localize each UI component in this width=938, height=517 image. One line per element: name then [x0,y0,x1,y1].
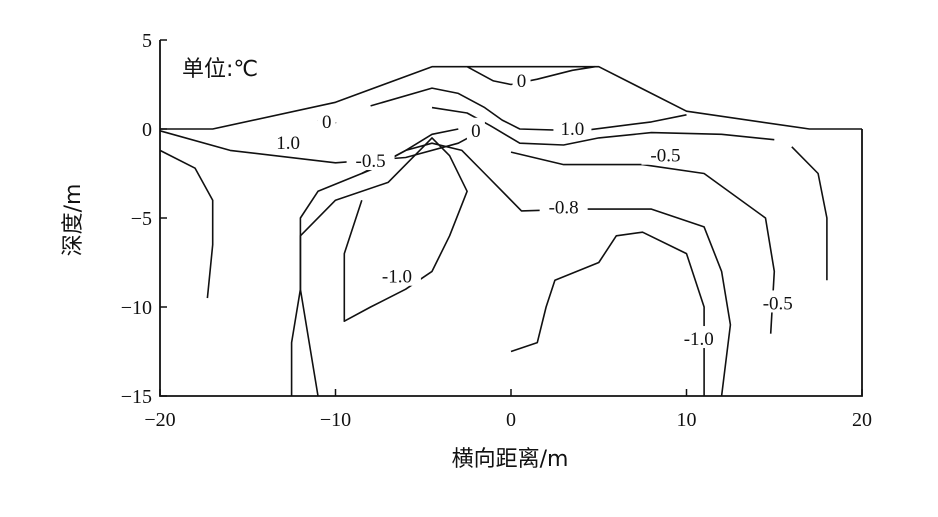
contour-label: -0.8 [549,197,579,218]
axis-frame [159,40,863,397]
y-axis-label: 深度/m [61,184,86,257]
y-tick-label: −10 [121,297,152,319]
contour-line--0.5 [510,151,776,334]
x-tick-label: 20 [852,409,872,431]
contour-label-bg [372,263,421,286]
contour-label-bg [674,326,723,349]
contour-label: 0 [322,112,332,133]
x-tick-label: 10 [677,409,697,431]
contour-label: 0 [517,71,527,92]
x-tick-label: 0 [506,409,516,431]
contour-label-bg [553,116,592,138]
y-tick-label: −15 [121,386,152,408]
x-tick-label: −20 [144,409,175,431]
contour-line-0 [431,106,775,146]
contour-labels: 1.0 0 0 1.0 0 -0.5 -0.5 -0.5 -0.8 -1.0 -1.0 [269,67,802,350]
contour-label-bg [317,108,336,131]
contour-label-bg [641,142,690,165]
contour-line--0.8 [290,142,732,397]
contour-label-bg [512,67,531,90]
contour-label: -0.5 [356,151,386,172]
unit-note: 单位:℃ [182,57,258,82]
contour-label: -1.0 [382,267,412,288]
contour-label: 0 [471,121,481,142]
y-tick-label: 0 [142,119,152,141]
contour-line--0.5 [791,146,828,281]
contour-label-bg [346,148,395,171]
contour-label-bg [753,290,802,313]
contour-label-bg [539,194,588,217]
contour-label-bg [269,130,308,153]
contour-line-0 [466,65,596,86]
contour-label: -0.5 [763,293,793,314]
contour-label: 1.0 [276,133,300,154]
contour-label: -0.5 [650,146,680,167]
contour-line--1.0 [510,231,705,396]
x-axis-label: 横向距离/m [452,447,569,472]
contour-line--1.0 [299,137,468,397]
contour-line-1.0 [370,87,687,132]
contour-line--0.5 [159,149,214,299]
contour-label: -1.0 [684,329,714,350]
axes: −20 −10 0 10 20 5 0 −5 −10 −15 [121,30,872,431]
x-tick-label: −10 [320,409,351,431]
y-tick-label: 5 [142,30,152,52]
contour-label: 1.0 [561,119,585,140]
y-tick-label: −5 [131,208,152,230]
contour-lines [159,65,828,397]
embankment-line [160,65,862,130]
embankment-outline [160,65,862,130]
contour-label-bg [466,117,485,140]
